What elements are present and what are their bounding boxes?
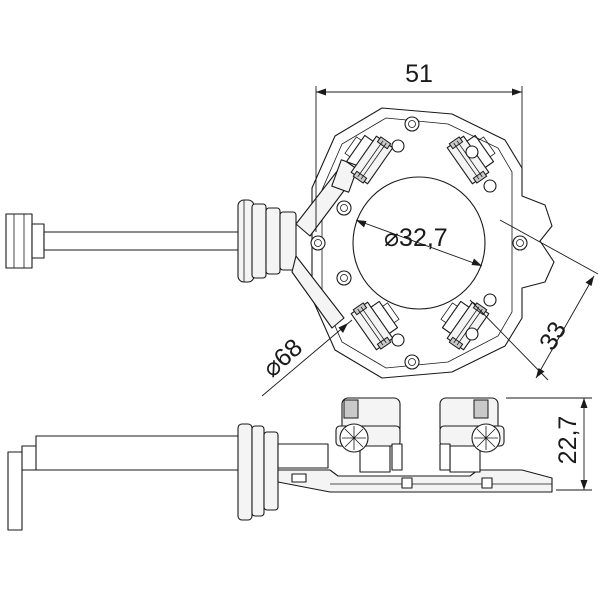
side-view: 22,7 xyxy=(7,397,592,531)
side-grommet xyxy=(237,423,329,521)
side-terminal-right xyxy=(439,397,505,473)
side-base-plate xyxy=(277,469,553,493)
dimension-bore: ⌀32,7 xyxy=(355,219,483,267)
dimension-height-label: 22,7 xyxy=(554,416,582,465)
mounting-holes xyxy=(310,116,528,370)
dimension-bore-label: ⌀32,7 xyxy=(384,224,448,252)
grommet xyxy=(237,199,297,283)
dimension-width-label: 51 xyxy=(405,60,433,88)
dimension-outer: ⌀68 xyxy=(257,319,353,397)
cable-lead xyxy=(5,213,241,269)
dimension-height: 22,7 xyxy=(506,397,592,491)
dimension-diagonal-label: 33 xyxy=(534,317,572,355)
top-view: 51 ⌀32,7 33 ⌀68 xyxy=(5,60,599,397)
dimension-outer-label: ⌀68 xyxy=(257,333,308,382)
side-cable xyxy=(7,435,241,531)
lead-arms xyxy=(291,159,359,329)
side-terminal-left xyxy=(335,397,403,473)
dimension-width: 51 xyxy=(315,60,523,232)
